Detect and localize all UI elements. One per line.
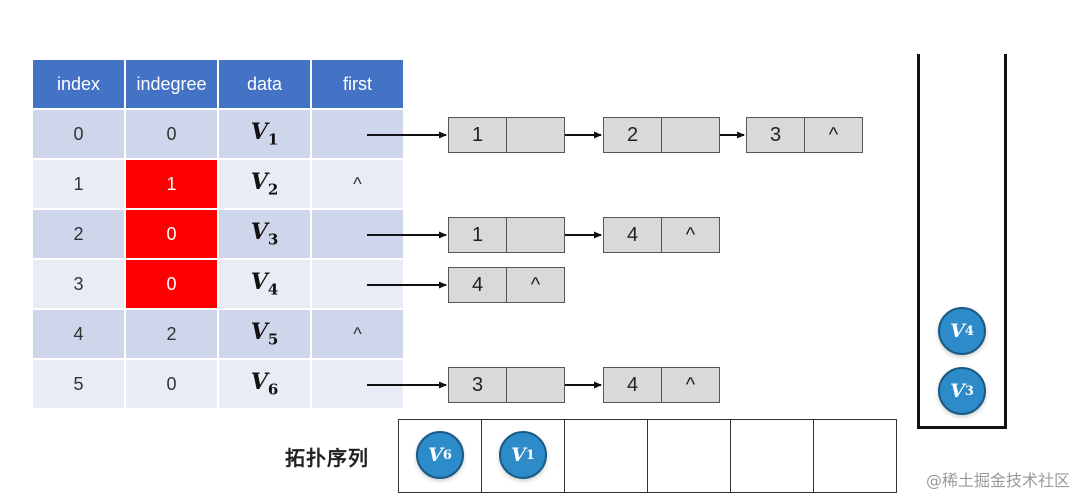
- vertex-data-cell: V2: [219, 160, 312, 210]
- edge-node: 4 ^: [603, 367, 720, 403]
- first-cell: ^: [312, 310, 405, 360]
- vertex-subscript: 5: [267, 330, 279, 349]
- edge-node: 3: [448, 367, 565, 403]
- vertex-subscript: 3: [964, 383, 974, 399]
- header-index: index: [33, 60, 126, 110]
- vertex-data-cell: V1: [219, 110, 312, 160]
- vertex-subscript: 6: [442, 447, 452, 463]
- node-next-null: ^: [685, 373, 696, 396]
- stack-left-wall: [917, 54, 920, 429]
- index-cell: 0: [33, 110, 126, 160]
- node-value: 1: [449, 218, 507, 252]
- indegree-cell-highlighted: 0: [126, 210, 219, 260]
- table-row: 5 0 V6: [33, 360, 405, 410]
- indegree-cell: 2: [126, 310, 219, 360]
- node-next-null: ^: [828, 123, 839, 146]
- vertex-letter: V: [250, 319, 268, 346]
- edge-node: 2: [603, 117, 720, 153]
- watermark: @稀土掘金技术社区: [925, 471, 1070, 490]
- vertex-subscript: 4: [964, 323, 974, 339]
- node-value: 2: [604, 118, 662, 152]
- vertex-subscript: 2: [267, 180, 279, 199]
- vertex-letter: V: [950, 320, 965, 342]
- sequence-slot: [731, 420, 814, 492]
- vertex-data-cell: V6: [219, 360, 312, 410]
- sequence-slot: [814, 420, 896, 492]
- table-header-row: index indegree data first: [33, 60, 405, 110]
- index-cell: 2: [33, 210, 126, 260]
- first-cell: ^: [312, 160, 405, 210]
- vertex-letter: V: [250, 269, 268, 296]
- header-indegree: indegree: [126, 60, 219, 110]
- indegree-cell: 0: [126, 110, 219, 160]
- sequence-slot: [565, 420, 648, 492]
- vertex-subscript: 4: [267, 280, 279, 299]
- index-cell: 1: [33, 160, 126, 210]
- vertex-letter: V: [250, 219, 268, 246]
- vertex-subscript: 1: [267, 130, 279, 149]
- node-value: 1: [449, 118, 507, 152]
- sequence-slot: [648, 420, 731, 492]
- vertex-letter: V: [250, 369, 268, 396]
- index-cell: 5: [33, 360, 126, 410]
- table-row: 1 1 V2 ^: [33, 160, 405, 210]
- edge-node: 1: [448, 217, 565, 253]
- table-row: 3 0 V4: [33, 260, 405, 310]
- header-data: data: [219, 60, 312, 110]
- edge-node: 3 ^: [746, 117, 863, 153]
- adjacency-table: index indegree data first 0 0 V1 1 1 V2 …: [33, 60, 405, 410]
- indegree-cell: 0: [126, 360, 219, 410]
- index-cell: 4: [33, 310, 126, 360]
- node-next: [507, 368, 564, 402]
- vertex-subscript: 3: [267, 230, 279, 249]
- vertex-subscript: 6: [267, 380, 279, 399]
- stack-right-wall: [1004, 54, 1007, 429]
- vertex-subscript: 1: [525, 447, 535, 463]
- node-value: 3: [747, 118, 805, 152]
- vertex-letter: V: [511, 444, 526, 466]
- node-next-null: ^: [685, 223, 696, 246]
- node-value: 4: [604, 218, 662, 252]
- node-value: 4: [604, 368, 662, 402]
- node-next: [507, 118, 564, 152]
- index-cell: 3: [33, 260, 126, 310]
- edge-node: 1: [448, 117, 565, 153]
- stack-bottom: [917, 426, 1007, 429]
- node-next: [507, 218, 564, 252]
- indegree-cell-highlighted: 0: [126, 260, 219, 310]
- vertex-data-cell: V4: [219, 260, 312, 310]
- node-value: 4: [449, 268, 507, 302]
- node-value: 3: [449, 368, 507, 402]
- vertex-letter: V: [950, 380, 965, 402]
- vertex-letter: V: [428, 444, 443, 466]
- indegree-cell-highlighted: 1: [126, 160, 219, 210]
- edge-node: 4 ^: [448, 267, 565, 303]
- edge-node: 4 ^: [603, 217, 720, 253]
- vertex-letter: V: [250, 119, 268, 146]
- vertex-letter: V: [250, 169, 268, 196]
- vertex-data-cell: V5: [219, 310, 312, 360]
- node-next: [662, 118, 719, 152]
- table-row: 0 0 V1: [33, 110, 405, 160]
- header-first: first: [312, 60, 405, 110]
- vertex-data-cell: V3: [219, 210, 312, 260]
- table-row: 4 2 V5 ^: [33, 310, 405, 360]
- node-next-null: ^: [530, 273, 541, 296]
- topological-sequence-label: 拓扑序列: [285, 446, 369, 470]
